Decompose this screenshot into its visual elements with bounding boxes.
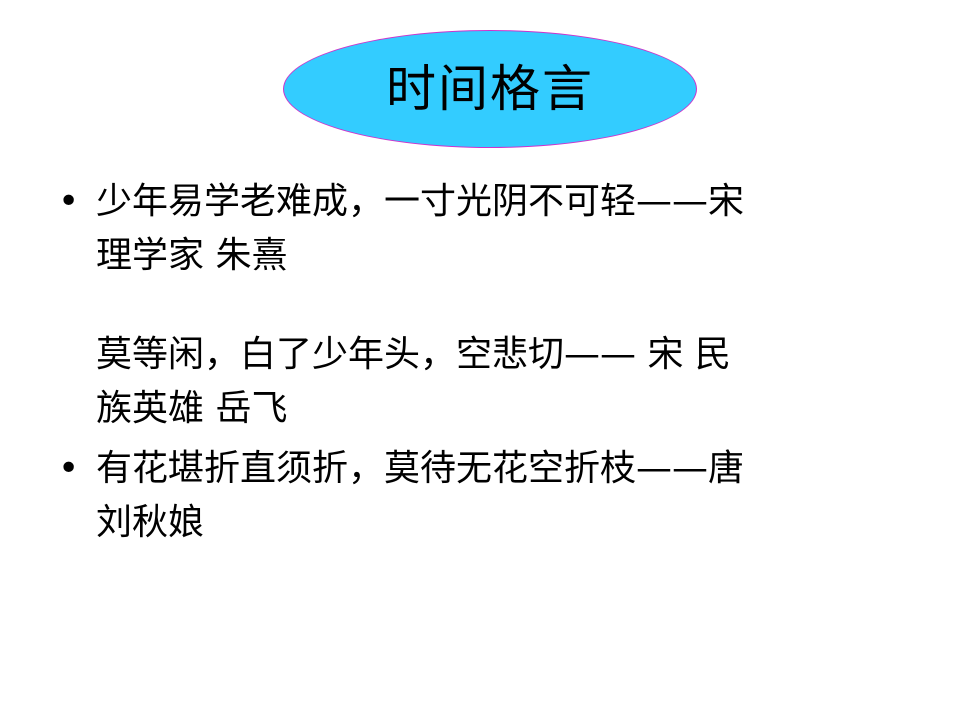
quote-2-line-1: 莫等闲，白了少年头，空悲切—— 宋 民: [96, 334, 731, 375]
slide-title: 时间格言: [386, 60, 594, 118]
bullet-point-2: •: [58, 448, 80, 489]
bullet-point-1: •: [58, 181, 80, 222]
title-ellipse: 时间格言: [283, 30, 697, 148]
quote-2-line-2: 族英雄 岳飞: [96, 388, 288, 429]
quote-3-line-2: 刘秋娘: [96, 502, 205, 543]
quote-1-line-1: 少年易学老难成，一寸光阴不可轻——宋: [96, 181, 745, 222]
quote-3-line-1: 有花堪折直须折，莫待无花空折枝——唐: [96, 448, 745, 489]
quote-1-line-2: 理学家 朱熹: [96, 235, 288, 276]
